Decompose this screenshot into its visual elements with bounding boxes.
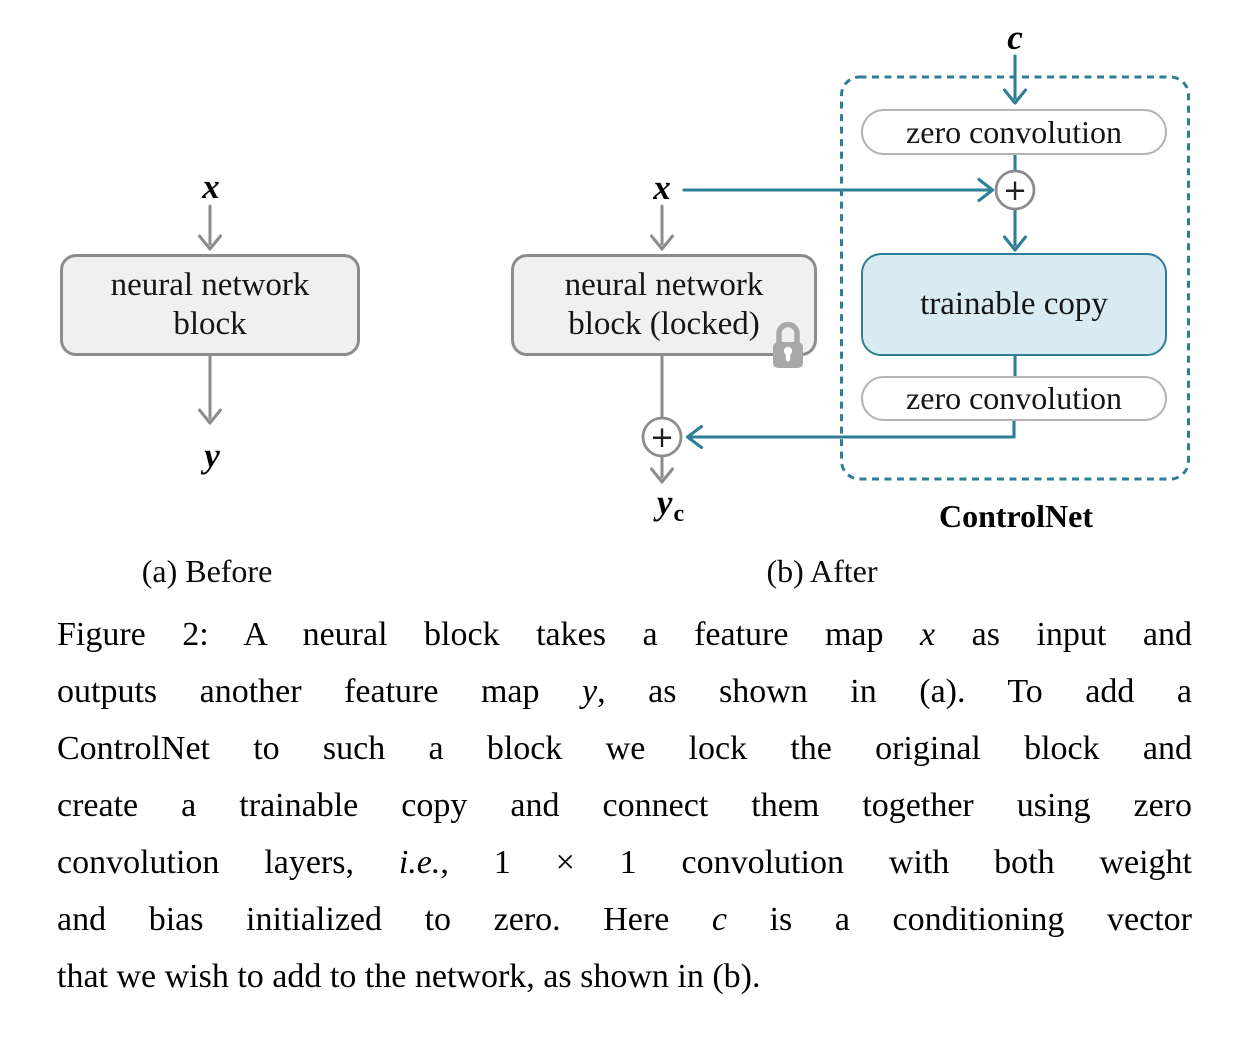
arrow-x-to-add [682,177,995,203]
neural-network-block: neural network block [60,254,360,356]
subfigure-caption-b: (b) After [766,553,878,589]
arrow-add-to-trainable [1002,207,1028,252]
block-label-line2: block [173,306,247,342]
output-label-y: y [656,483,673,522]
input-label-x-after: x [653,168,671,207]
arrow-x-to-locked-block [650,204,674,251]
caption-text-segment: convolution layers, [57,844,399,881]
zero-convolution-top: zero convolution [861,109,1167,155]
figure-caption: Figure 2: A neural block takes a feature… [57,606,1192,1005]
add-node-top [994,169,1036,211]
caption-text-segment: as input and [935,616,1192,653]
caption-line: ControlNet to such a block we lock the o… [57,720,1192,777]
caption-text-segment: outputs another feature map [57,673,583,710]
caption-line: Figure 2: A neural block takes a feature… [57,606,1192,663]
caption-text-segment: create a trainable copy and connect them… [57,787,1192,824]
caption-math-segment: x [920,616,936,653]
caption-line: that we wish to add to the network, as s… [57,948,1192,1005]
output-label-yc: yc [615,483,725,528]
output-subscript-c: c [673,501,685,527]
subfigure-caption-a: (a) Before [141,553,273,589]
caption-text-segment: Figure 2: A neural block takes a feature… [57,616,921,653]
condition-label-c: c [1007,18,1023,57]
arrow-x-to-block-a [198,204,222,251]
plus-symbol-top: + [1002,173,1028,207]
connector-layer [198,54,1190,484]
arrow-zero-conv-to-add-output [685,419,1016,450]
input-label-x-before: x [202,167,220,206]
block-label-line1: neural network [110,267,310,303]
lock-icon [773,321,803,368]
arrow-add-to-yc [650,454,674,484]
caption-text-segment: is a conditioning vector [727,901,1192,938]
caption-line: and bias initialized to zero. Here c is … [57,891,1192,948]
caption-line: convolution layers, i.e., 1 × 1 convolut… [57,834,1192,891]
arrow-c-to-zero-conv [1002,54,1028,105]
caption-math-segment: c [711,901,727,938]
figure-2-diagram: + + x neural network block y (a) Before … [60,18,1190,589]
trainable-copy-block: trainable copy [861,253,1167,356]
locked-block-label-line1: neural network [564,267,764,303]
caption-text-segment: , as shown in (a). To add a [597,673,1192,710]
zero-convolution-bottom: zero convolution [861,376,1167,421]
caption-line: create a trainable copy and connect them… [57,777,1192,834]
caption-text-segment: that we wish to add to the network, as s… [57,958,761,995]
caption-math-segment: y [582,673,598,710]
zero-convolution-top-label: zero convolution [906,113,1122,150]
zero-convolution-bottom-label: zero convolution [906,380,1122,416]
caption-line: outputs another feature map y, as shown … [57,663,1192,720]
plus-symbol-output: + [649,420,675,454]
trainable-copy-label: trainable copy [920,286,1108,322]
controlnet-label: ControlNet [938,498,1094,534]
caption-text-segment: ControlNet to such a block we lock the o… [57,730,1192,767]
output-label-y-before: y [204,436,220,475]
add-node-output [641,416,683,458]
locked-block-label-line2: block (locked) [568,306,760,342]
caption-text-segment: and bias initialized to zero. Here [57,901,712,938]
locked-neural-network-block: neural network block (locked) [511,254,817,356]
arrow-block-to-y-a [198,354,222,425]
caption-text-segment: , 1 × 1 convolution with both weight [440,844,1192,881]
caption-math-segment: i.e. [398,844,441,881]
